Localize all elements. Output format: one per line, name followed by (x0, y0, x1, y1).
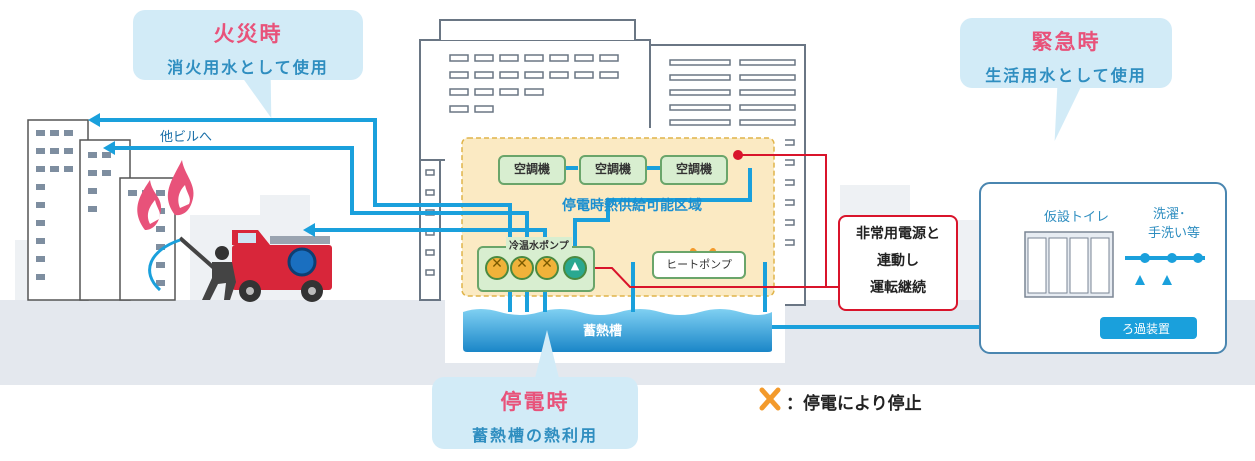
power-lines (590, 154, 840, 288)
power-dot-top (733, 150, 743, 160)
hvac-unit-2: 空調機 (579, 155, 647, 185)
washing-label-1: 洗濯･ (1153, 207, 1186, 222)
emergency-power-line-1: 非常用電源と (856, 226, 940, 242)
pump-stop-icon: ✕ (516, 256, 528, 272)
blackout-callout-tail (535, 330, 559, 378)
emergency-callout-subtitle: 生活用水として使用 (985, 66, 1147, 85)
chilled-water-pump-1: ✕ (485, 256, 509, 280)
emergency-power-line-3: 運転継続 (870, 280, 926, 296)
heat-supply-area-label: 停電時熱供給可能区域 (562, 198, 702, 214)
storage-tank-label: 蓄熱槽 (583, 324, 623, 339)
pump-group-label: 冷温水ポンプ (506, 237, 572, 252)
faucet-icons (1125, 253, 1205, 285)
heat-pump-box: ヒートポンプ (652, 251, 746, 279)
emergency-power-box: 非常用電源と 連動し 運転継続 (838, 215, 958, 311)
fire-icon (137, 160, 194, 230)
fire-callout-subtitle: 消火用水として使用 (167, 58, 329, 77)
fire-callout: 火災時 消火用水として使用 (133, 10, 363, 80)
washing-label-2: 手洗い等 (1148, 226, 1201, 241)
fire-callout-title: 火災時 (213, 22, 283, 46)
other-buildings-label: 他ビルへ (160, 130, 213, 145)
filter-label: ろ過装置 (1122, 322, 1171, 336)
fire-truck-icon (232, 230, 332, 302)
emergency-power-line-2: 連動し (877, 253, 919, 269)
legend-stop-icon (759, 387, 781, 411)
blackout-callout-subtitle: 蓄熱槽の熱利用 (471, 426, 598, 445)
toilet-icon (1024, 231, 1114, 298)
emergency-callout-title: 緊急時 (1031, 30, 1101, 54)
pump-stop-icon: ✕ (491, 256, 503, 272)
hvac-unit-1: 空調機 (498, 155, 566, 185)
hvac-unit-3: 空調機 (660, 155, 728, 185)
temporary-toilet-label: 仮設トイレ (1044, 210, 1110, 225)
chilled-water-pump-2: ✕ (510, 256, 534, 280)
chilled-water-pump-running: ▲ (563, 256, 587, 280)
apartment-buildings (27, 119, 176, 301)
blackout-callout-title: 停電時 (500, 390, 570, 414)
chilled-water-pump-3: ✕ (535, 256, 559, 280)
firefighter-icon (178, 236, 236, 300)
pump-running-icon: ▲ (570, 259, 580, 272)
emergency-callout: 緊急時 生活用水として使用 (960, 18, 1172, 88)
pump-stop-icon: ✕ (541, 256, 553, 272)
hose-spray (148, 238, 181, 292)
filter-unit (1100, 317, 1197, 339)
legend-text: ：停電により停止 (786, 394, 922, 414)
blackout-callout: 停電時 蓄熱槽の熱利用 (432, 377, 638, 449)
